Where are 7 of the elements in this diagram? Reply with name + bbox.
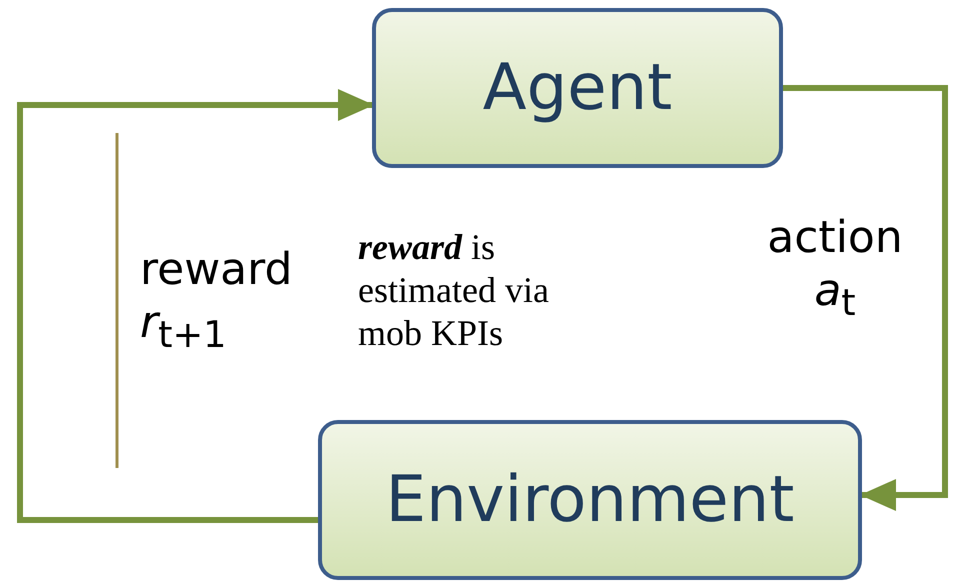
node-label: Agent xyxy=(482,51,672,125)
arrow xyxy=(783,85,948,511)
arrow xyxy=(17,89,374,523)
process-box xyxy=(372,8,783,168)
node-label: Environment xyxy=(386,463,794,537)
note-text: reward is estimated via mob KPIs xyxy=(358,226,550,356)
process-box xyxy=(318,420,862,580)
